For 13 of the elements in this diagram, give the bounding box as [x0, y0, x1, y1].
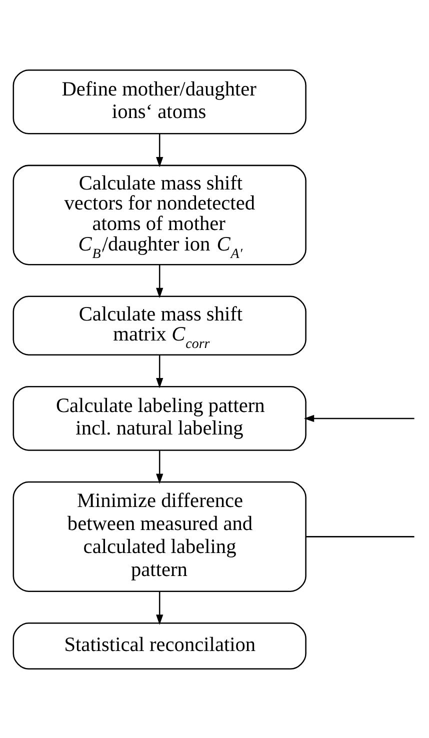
connector: [306, 536, 414, 537]
arrow: [156, 591, 164, 624]
node-box: Calculate mass shift vectors for nondetected atoms of mother C$_{B′}$/daughter ion C$_{A′}$: [12, 164, 306, 265]
arrow: [156, 264, 164, 298]
node-box: Calculate mass shift matrix C$_{corr}$: [12, 295, 306, 356]
arrow: [156, 450, 164, 484]
node-box: Minimize difference between measured and calculated labeling pattern: [12, 480, 306, 592]
node-box: Define mother/daughter ions‘ atoms: [12, 68, 306, 134]
arrow: [156, 133, 164, 167]
arrow: [156, 354, 164, 388]
node-box: Statistical reconcilation: [12, 622, 306, 670]
arrow: [304, 414, 414, 422]
node-box: Calculate labeling pattern incl. natural labeling: [12, 386, 306, 450]
